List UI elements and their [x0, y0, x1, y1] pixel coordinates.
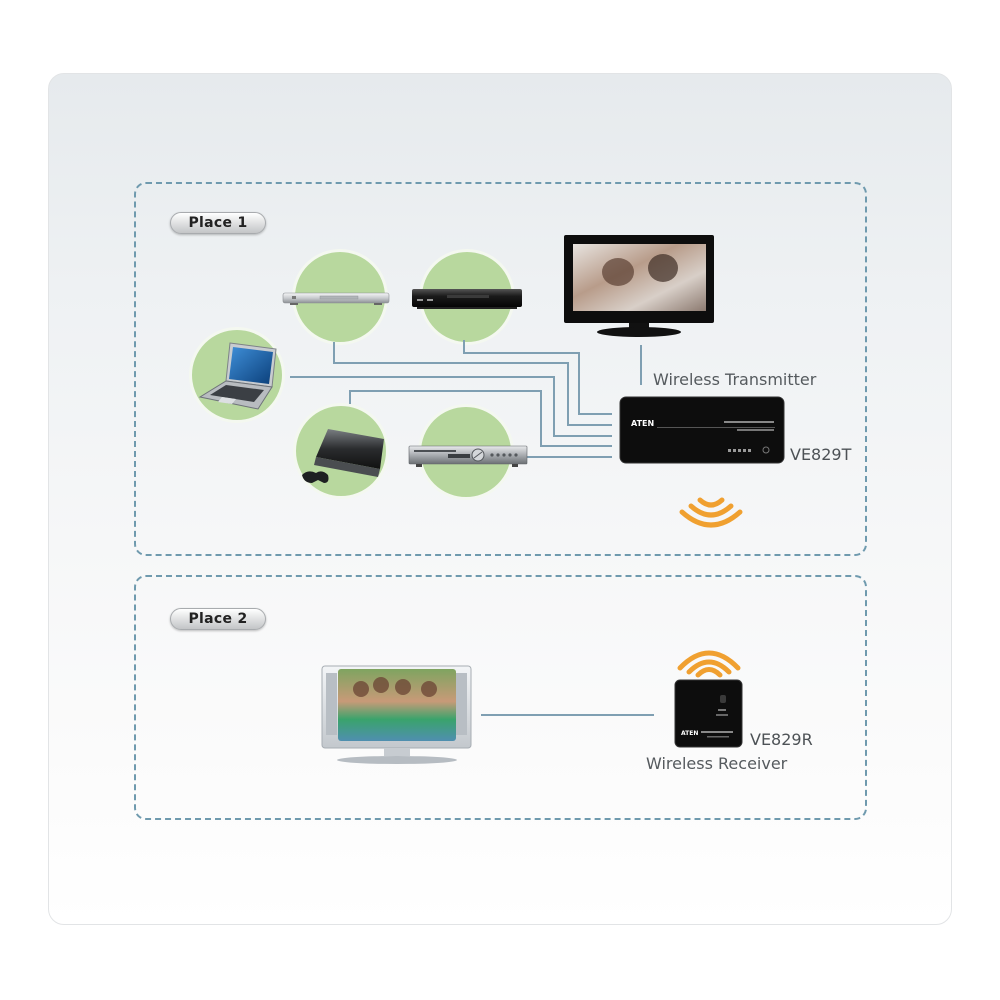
- transmitter-model: VE829T: [790, 445, 852, 464]
- wireless-transmitter-device: ATEN: [619, 396, 785, 464]
- transmitter-label: Wireless Transmitter: [653, 370, 817, 389]
- place-2-label: Place 2: [170, 608, 266, 630]
- laptop-icon: [198, 342, 277, 410]
- tv-icon: [321, 665, 472, 764]
- receiver-model: VE829R: [750, 730, 813, 749]
- aten-logo: ATEN: [631, 419, 654, 428]
- tv-icon: [564, 235, 714, 337]
- wireless-receiver-device: ATEN: [674, 679, 743, 748]
- place-1-zone: [134, 182, 867, 556]
- dvd-player-icon: [282, 292, 390, 305]
- receiver-connector: [481, 714, 654, 716]
- aten-logo: ATEN: [681, 730, 698, 737]
- receiver-label: Wireless Receiver: [646, 754, 788, 773]
- wifi-signal-icon: [679, 497, 743, 528]
- place-1-label: Place 1: [170, 212, 266, 234]
- av-receiver-icon: [408, 445, 528, 467]
- place-2-zone: [134, 575, 867, 820]
- game-console-icon: [302, 429, 384, 483]
- wifi-signal-icon: [677, 650, 741, 678]
- bluray-player-icon: [412, 289, 522, 309]
